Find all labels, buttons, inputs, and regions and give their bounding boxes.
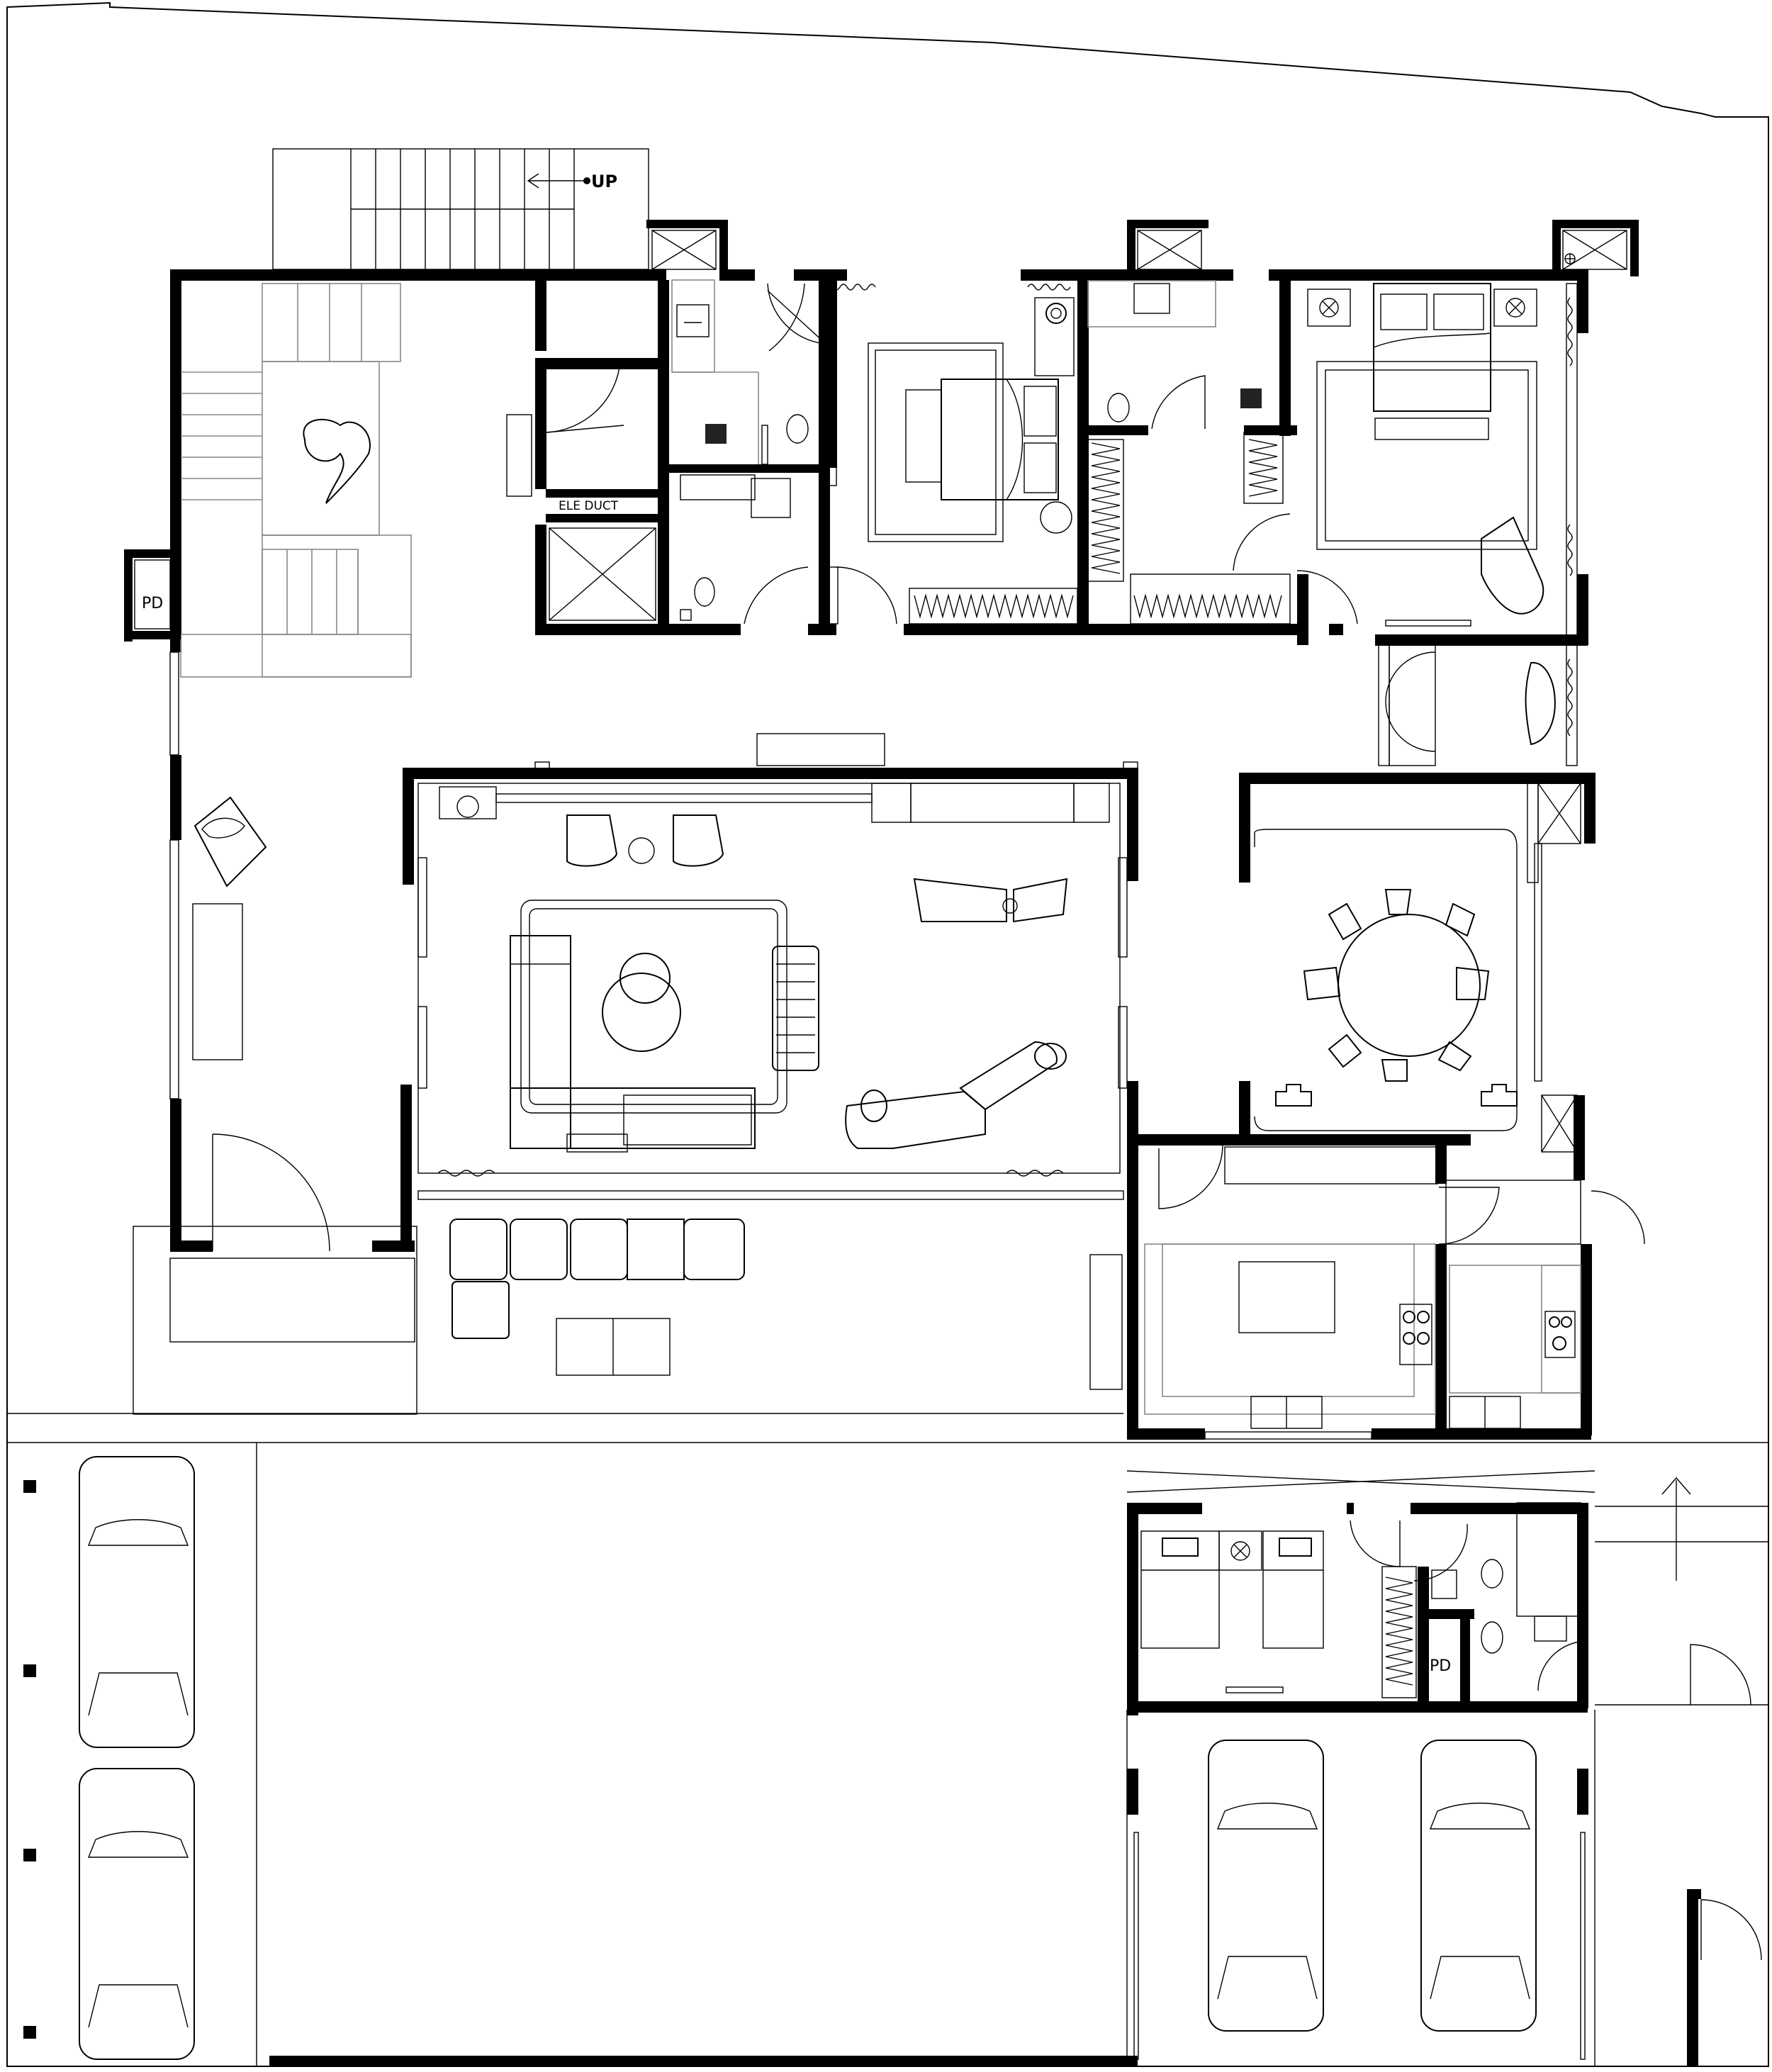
car-garage-1	[1208, 1740, 1324, 2032]
pd-servant-label: PD	[1430, 1657, 1451, 1675]
north-ducts	[646, 220, 1639, 276]
service-block	[506, 279, 809, 625]
column-marker	[23, 2026, 36, 2039]
column-marker	[23, 1480, 36, 1493]
dining-room	[1254, 779, 1581, 1153]
garage	[269, 1644, 1762, 2067]
walkin-hatch	[1091, 439, 1282, 619]
car-parking-1	[79, 1456, 195, 1748]
servant-block	[1127, 1502, 1588, 1715]
staircase	[180, 148, 649, 678]
curtain-bed-1	[825, 284, 1071, 291]
column-marker	[23, 1849, 36, 1861]
pd-west-label: PD	[142, 595, 163, 612]
exterior-walls	[170, 269, 1596, 1440]
dress-area	[1378, 641, 1578, 766]
master-bath	[1087, 280, 1358, 625]
column-marker	[23, 1664, 36, 1677]
kitchen	[1144, 1144, 1645, 1440]
terrace-seating	[417, 1190, 1124, 1390]
wardrobe-hatch-1	[914, 593, 1074, 619]
master-bedroom	[1307, 283, 1578, 639]
bedroom-1	[767, 283, 1078, 625]
plot-boundary	[6, 1, 1769, 2067]
electrical-duct-label: ELE DUCT	[559, 499, 619, 513]
foyer	[133, 651, 417, 1415]
stair-up-label: UP	[591, 172, 617, 191]
pd-shaft-west	[124, 549, 181, 642]
entry-arrow-icon	[1661, 1477, 1691, 1581]
car-parking-2	[79, 1768, 195, 2060]
garage-front-line-2	[1126, 1470, 1596, 1493]
car-garage-2	[1420, 1740, 1537, 2032]
lounge	[417, 733, 1138, 1177]
